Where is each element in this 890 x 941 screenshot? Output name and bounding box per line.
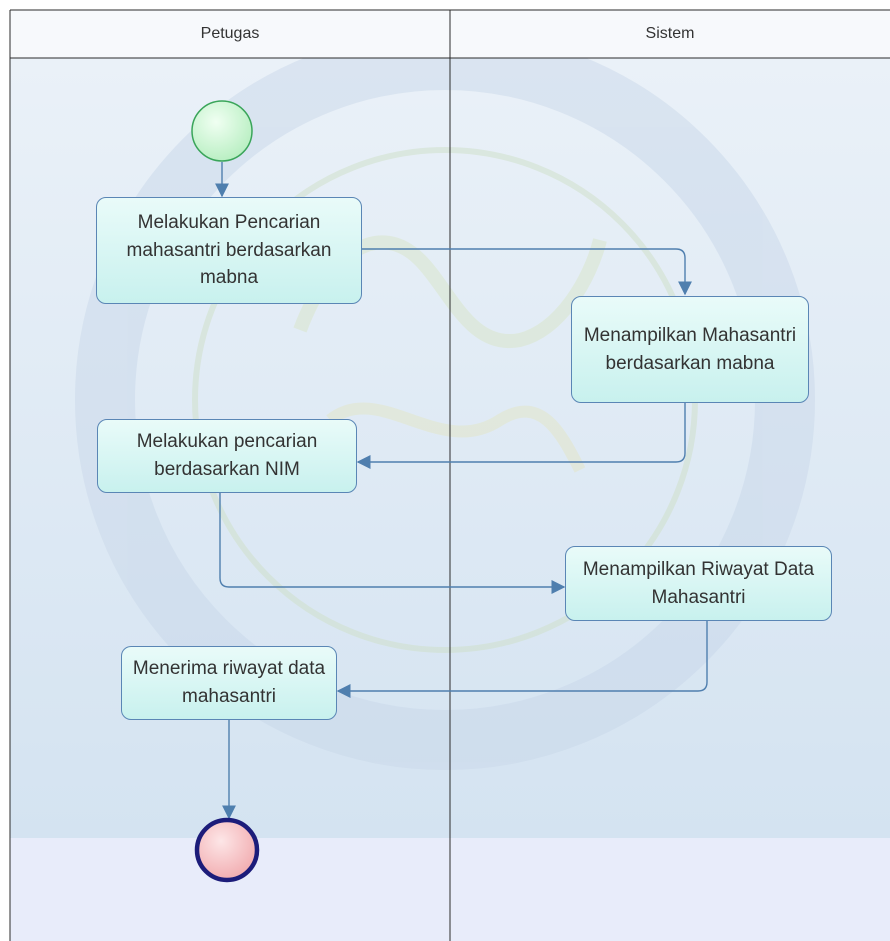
activity-show-mahasantri-by-mabna: Menampilkan Mahasantri berdasarkan mabna (571, 296, 809, 403)
final-node (194, 817, 260, 883)
flow-act4-to-act5 (336, 621, 708, 698)
flow-act1-to-act2 (361, 248, 692, 296)
lane-header-petugas: Petugas (200, 25, 260, 42)
initial-node (191, 100, 253, 162)
activity-search-by-nim: Melakukan pencarian berdasarkan NIM (97, 419, 357, 493)
flow-act2-to-act3 (356, 403, 686, 469)
activity-search-by-mabna: Melakukan Pencarian mahasantri berdasark… (96, 197, 362, 304)
activity-receive-riwayat: Menerima riwayat data mahasantri (121, 646, 337, 720)
lane-header-sistem: Sistem (645, 25, 695, 42)
flow-act3-to-act4 (219, 493, 566, 594)
activity-show-riwayat: Menampilkan Riwayat Data Mahasantri (565, 546, 832, 621)
